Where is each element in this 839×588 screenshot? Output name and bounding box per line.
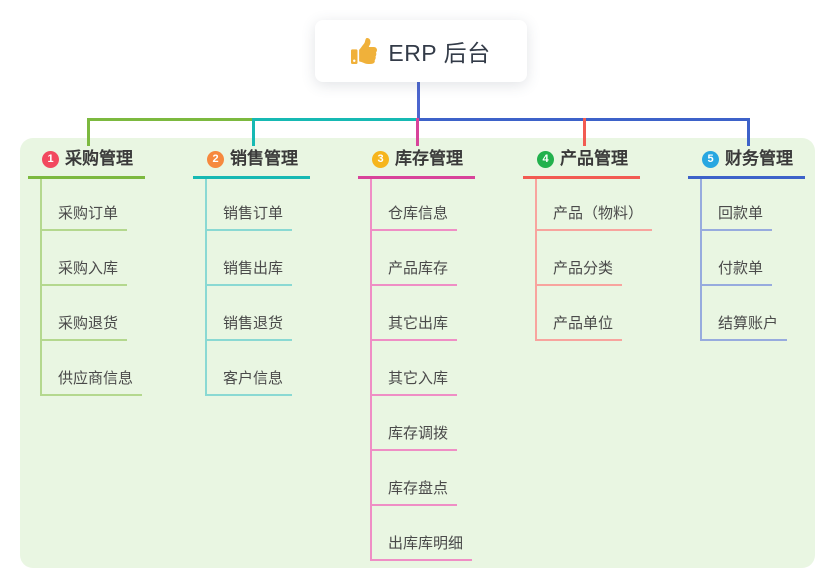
branch-title: 采购管理 [65,149,133,168]
child-node[interactable]: 其它入库 [370,369,458,396]
branch-badge: 1 [42,150,59,168]
connector-root-vertical [417,82,420,121]
branch-node-procurement[interactable]: 1 采购管理 [28,148,145,179]
branch5-trunk-line [700,177,702,341]
child-node[interactable]: 供应商信息 [40,369,143,396]
connector-branch3-drop [416,118,419,146]
branch3-trunk-line [370,177,372,561]
branch-badge: 5 [702,150,719,168]
mindmap-panel [20,138,815,568]
child-node[interactable]: 库存调拨 [370,424,458,451]
child-node[interactable]: 采购订单 [40,204,128,231]
child-node[interactable]: 采购退货 [40,314,128,341]
child-node[interactable]: 出库库明细 [370,534,473,561]
child-node[interactable]: 产品库存 [370,259,458,286]
branch-title: 库存管理 [395,149,463,168]
branch-badge: 2 [207,150,224,168]
child-node[interactable]: 回款单 [700,204,773,231]
connector-branch5-drop [747,118,750,146]
branch-node-inventory[interactable]: 3 库存管理 [358,148,475,179]
child-node[interactable]: 销售出库 [205,259,293,286]
child-node[interactable]: 其它出库 [370,314,458,341]
child-node[interactable]: 销售订单 [205,204,293,231]
connector-branch2-horizontal [252,118,420,121]
branch2-trunk-line [205,177,207,396]
connector-branch1-drop [87,118,90,146]
branch1-trunk-line [40,177,42,396]
child-node[interactable]: 采购入库 [40,259,128,286]
child-node[interactable]: 销售退货 [205,314,293,341]
child-node[interactable]: 客户信息 [205,369,293,396]
child-node[interactable]: 库存盘点 [370,479,458,506]
connector-branch4-drop [583,118,586,146]
branch-node-sales[interactable]: 2 销售管理 [193,148,310,179]
root-node-label: ERP 后台 [388,40,491,66]
branch-title: 销售管理 [230,149,298,168]
branch-badge: 4 [537,150,554,168]
child-node[interactable]: 结算账户 [700,314,788,341]
child-node[interactable]: 仓库信息 [370,204,458,231]
child-node[interactable]: 产品（物料） [535,204,653,231]
branch4-trunk-line [535,177,537,341]
connector-branch2-drop [252,118,255,146]
branch-node-finance[interactable]: 5 财务管理 [688,148,805,179]
root-node[interactable]: ERP 后台 [315,20,527,82]
child-node[interactable]: 产品分类 [535,259,623,286]
branch-node-product[interactable]: 4 产品管理 [523,148,640,179]
thumbs-up-icon [351,38,378,64]
branch-title: 财务管理 [725,149,793,168]
child-node[interactable]: 付款单 [700,259,773,286]
branch-badge: 3 [372,150,389,168]
branch-title: 产品管理 [560,149,628,168]
child-node[interactable]: 产品单位 [535,314,623,341]
